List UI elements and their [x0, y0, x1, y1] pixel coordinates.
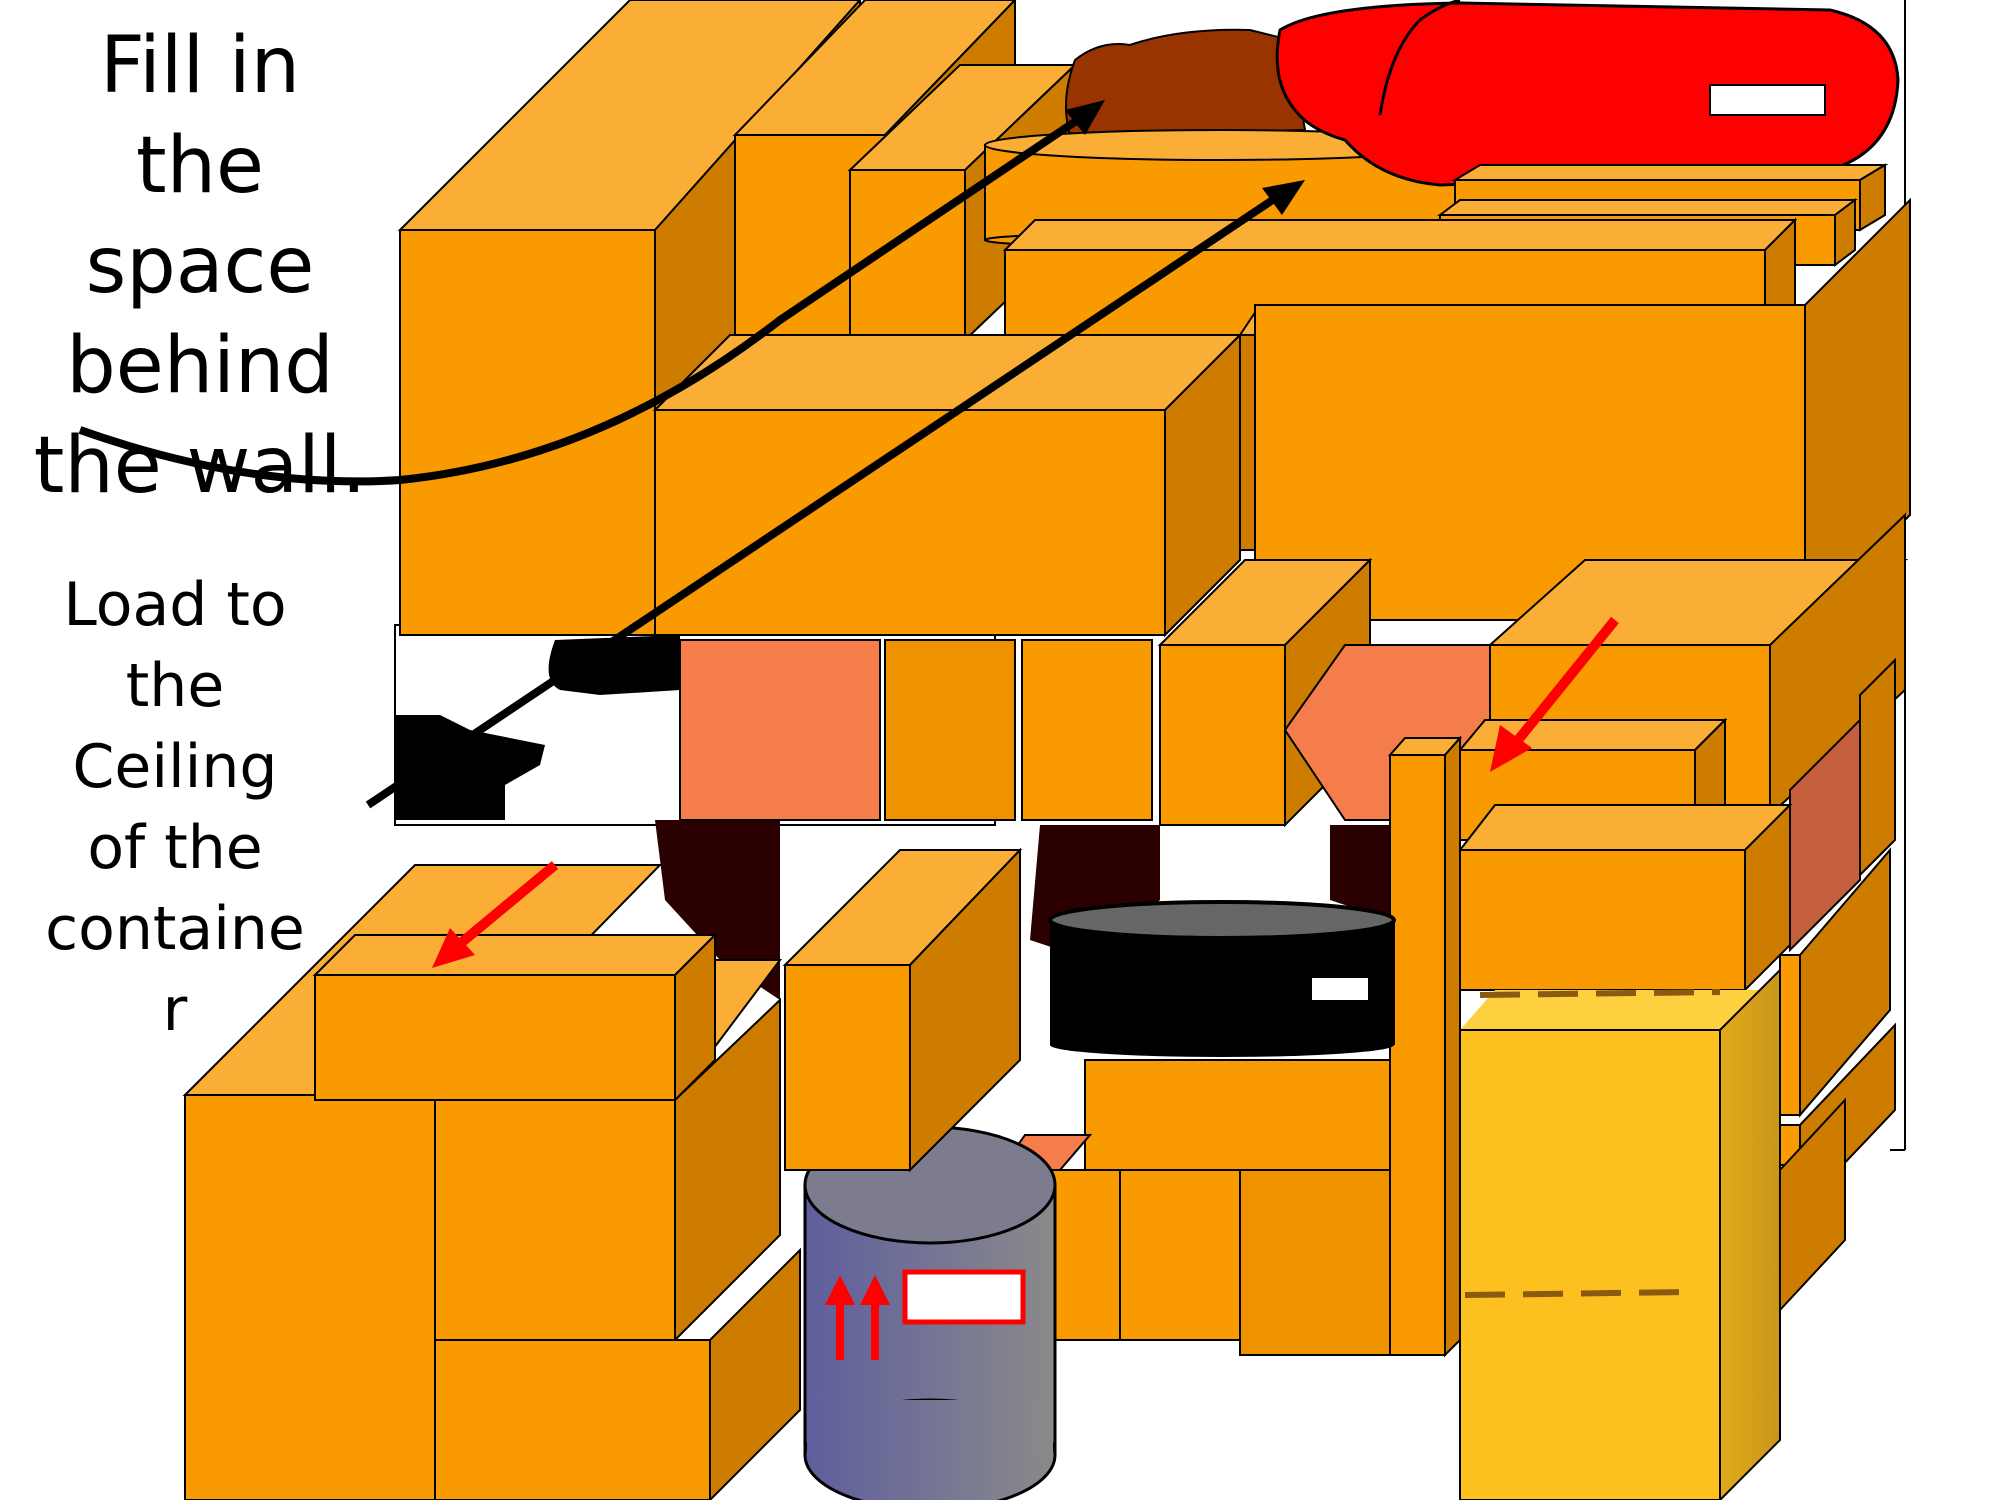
- vertical-plank: [1390, 738, 1460, 1355]
- grey-cylinder: [805, 1127, 1055, 1500]
- box-middle-upper: [655, 335, 1240, 635]
- box-salmon-middle: [680, 640, 1152, 820]
- label-line: space: [86, 221, 315, 311]
- label-line: the: [126, 651, 224, 721]
- label-line: r: [163, 975, 188, 1045]
- box-lower-middle: [1000, 1060, 1390, 1355]
- box-bottom-left-top-board: [315, 935, 715, 1100]
- label-line: behind: [66, 321, 334, 411]
- label-load-ceiling: Load to the Ceiling of the containe r: [45, 570, 305, 1045]
- white-label-tag: [1312, 978, 1368, 1000]
- white-label-tag: [1710, 85, 1825, 115]
- box-yellow-tall: [1460, 970, 1780, 1500]
- label-line: containe: [45, 894, 305, 964]
- label-line: the: [136, 121, 264, 211]
- label-line: Ceiling: [73, 732, 278, 802]
- box-over-cylinder: [785, 850, 1020, 1170]
- black-drum: [1050, 902, 1395, 1057]
- brown-bag: [1066, 30, 1305, 135]
- label-line: of the: [87, 813, 262, 883]
- label-line: Load to: [63, 570, 286, 640]
- label-fill-space: Fill in the space behind the wall.: [34, 21, 367, 511]
- label-line: Fill in: [100, 21, 300, 111]
- white-label-tag: [905, 1272, 1023, 1322]
- label-line: the wall.: [34, 421, 367, 511]
- red-bag: [1277, 0, 1898, 185]
- box-right-mid-lower: [1460, 805, 1790, 990]
